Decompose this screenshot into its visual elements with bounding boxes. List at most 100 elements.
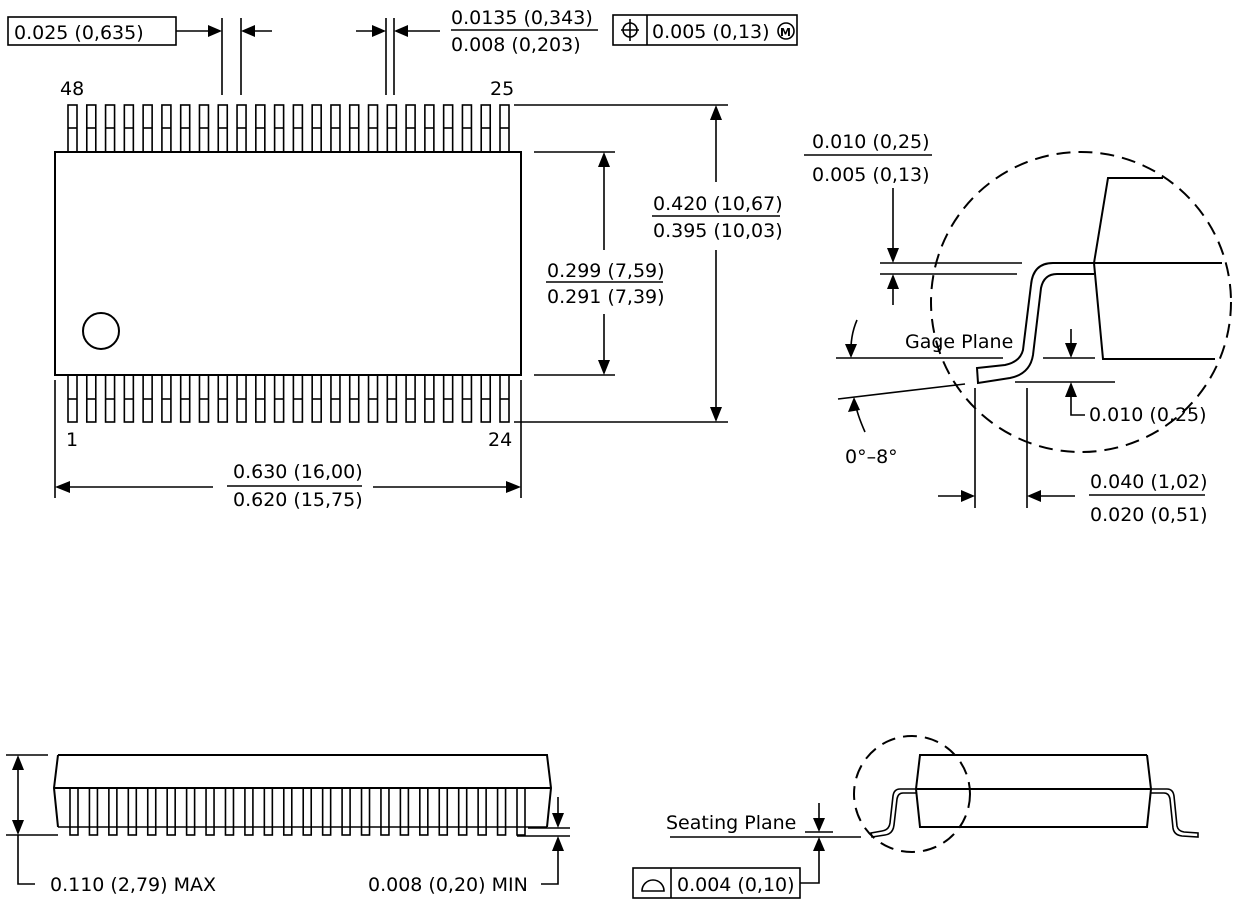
- pin-label-25: 25: [490, 78, 514, 100]
- side-lead: [302, 787, 313, 836]
- pin-label-24: 24: [488, 429, 512, 451]
- arrow-left-icon: [241, 25, 255, 37]
- side-lead: [457, 787, 468, 836]
- side-lead: [263, 787, 274, 836]
- pin: [386, 104, 398, 153]
- lead-width-max: 0.0135 (0,343): [451, 7, 593, 29]
- pitch-dimension: 0.025 (0,635): [7, 16, 272, 95]
- pin: [386, 374, 398, 423]
- pin: [442, 104, 454, 153]
- body-edge: [1092, 177, 1215, 360]
- pin: [330, 374, 341, 423]
- pin: [123, 104, 135, 153]
- pin: [123, 374, 135, 423]
- side-lead: [341, 787, 351, 836]
- side-lead: [516, 787, 526, 836]
- lead-width-min: 0.008 (0,203): [451, 34, 581, 56]
- pin: [142, 104, 153, 153]
- standoff-min-value: 0.008 (0,20) MIN: [368, 874, 528, 896]
- side-view: 0.110 (2,79) MAX 0.008 (0,20) MIN: [6, 754, 570, 896]
- pin: [179, 104, 191, 153]
- body-width-dimension: 0.299 (7,59) 0.291 (7,39): [534, 151, 665, 376]
- pin: [330, 104, 341, 153]
- bottom-pin-row: [67, 374, 510, 423]
- arrow-down-icon: [887, 248, 899, 263]
- arrow-up-icon: [887, 274, 899, 289]
- pin: [367, 104, 379, 153]
- arrow-up-icon: [552, 836, 564, 851]
- gage-offset-value: 0.010 (0,25): [1089, 404, 1207, 426]
- end-lead-right: [1151, 788, 1199, 838]
- arrow-down-icon: [845, 344, 857, 358]
- foot-length-min: 0.020 (0,51): [1090, 504, 1208, 526]
- pin: [236, 104, 247, 153]
- gage-plane-label: Gage Plane: [905, 331, 1013, 353]
- coplanarity-value: 0.004 (0,10): [677, 874, 795, 896]
- profile-surface-icon: [641, 879, 665, 892]
- arrow-up-icon: [1065, 382, 1077, 397]
- side-lead: [185, 787, 196, 836]
- foot-length-max: 0.040 (1,02): [1090, 471, 1208, 493]
- coplanarity-frame: [632, 867, 801, 899]
- side-lead: [380, 787, 390, 836]
- side-lead: [477, 787, 487, 836]
- angle-value: 0°–8°: [845, 446, 898, 468]
- detail-circle: [930, 151, 1232, 453]
- pin: [104, 374, 116, 423]
- pin: [255, 374, 266, 423]
- pin: [217, 374, 229, 423]
- pin: [348, 104, 360, 153]
- pin: [405, 374, 416, 423]
- position-tolerance-value: 0.005 (0,13): [652, 21, 770, 43]
- angle-line: [837, 383, 966, 400]
- arrow-down-icon: [12, 820, 24, 835]
- pin: [255, 104, 266, 153]
- pin: [67, 104, 78, 153]
- arrow-right-icon: [506, 481, 521, 493]
- pin1-indicator-icon: [82, 312, 120, 350]
- arrow-right-icon: [961, 490, 975, 502]
- side-lead: [166, 787, 176, 836]
- end-detail-circle: [853, 735, 971, 853]
- height-max-value: 0.110 (2,79) MAX: [50, 874, 216, 896]
- pin: [236, 374, 247, 423]
- pin: [424, 104, 435, 153]
- body-width-min: 0.291 (7,39): [547, 286, 665, 308]
- end-lead-left: [870, 788, 916, 838]
- overall-width-min: 0.395 (10,03): [653, 220, 783, 242]
- arrow-up-icon: [12, 755, 24, 770]
- pin: [217, 104, 229, 153]
- body-width-max: 0.299 (7,59): [547, 260, 665, 282]
- side-lead-row: [58, 787, 547, 836]
- side-lead: [88, 787, 99, 836]
- side-lead: [224, 787, 235, 836]
- position-tolerance-frame: 0.005 (0,13) M: [612, 14, 798, 46]
- pin: [161, 104, 172, 153]
- pin: [442, 374, 454, 423]
- arrow-down-icon: [1065, 343, 1077, 358]
- body-length-max: 0.630 (16,00): [233, 461, 363, 483]
- overall-width-max: 0.420 (10,67): [653, 193, 783, 215]
- side-lead: [321, 787, 332, 836]
- pin: [461, 374, 473, 423]
- side-lead: [146, 787, 157, 836]
- pitch-value: 0.025 (0,635): [14, 22, 144, 44]
- side-lead: [69, 787, 79, 836]
- mmc-modifier-icon: [777, 22, 795, 40]
- pin: [198, 374, 210, 423]
- end-body-outline: [914, 754, 1148, 828]
- pin: [104, 104, 116, 153]
- side-body-outline: [58, 754, 553, 828]
- arrow-left-icon: [1027, 490, 1041, 502]
- package-body: [54, 151, 522, 376]
- mmc-modifier-letter: M: [780, 26, 791, 39]
- overall-width-dimension: 0.420 (10,67) 0.395 (10,03): [514, 104, 783, 423]
- side-lead: [244, 787, 254, 836]
- pin: [67, 374, 78, 423]
- arrow-left-icon: [394, 25, 408, 37]
- lead-thickness-max: 0.010 (0,25): [812, 131, 930, 153]
- pin: [461, 104, 473, 153]
- side-lead: [127, 787, 138, 836]
- top-pin-row: [67, 104, 510, 153]
